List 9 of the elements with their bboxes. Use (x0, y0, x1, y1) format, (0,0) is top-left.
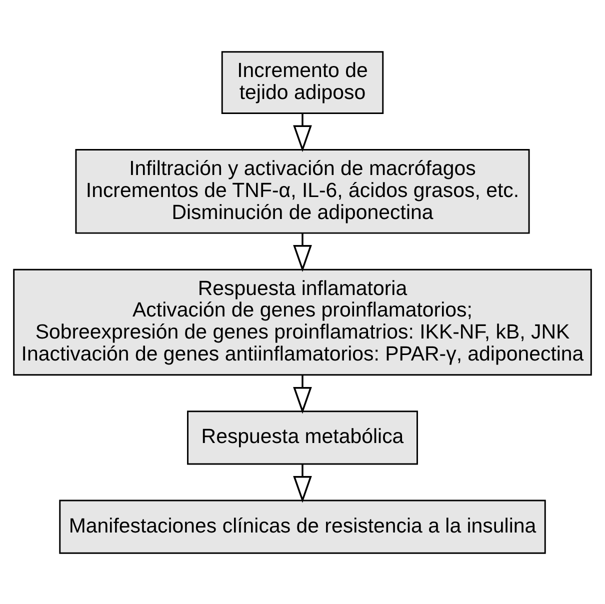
node-box: Respuesta inflamatoria Activación de genes proinflamatorios; Sobreexpresión de genes proinflamatrios: IKK-NF, kB, JNK Inactivación de genes antiinflamatorios: PPAR-γ, adiponectina (13, 268, 592, 376)
arrow (293, 113, 312, 152)
node-box: Manifestaciones clínicas de resistencia a la insulina (59, 499, 546, 554)
arrow (293, 464, 312, 502)
node-box: Infiltración y activación de macrófagos Incrementos de TNF-α, IL-6, ácidos grasos, etc. Disminución de adiponectina (75, 148, 530, 234)
node-box: Incremento de tejido adiposo (221, 50, 384, 114)
arrow (293, 232, 312, 272)
node-box: Respuesta metabólica (187, 410, 418, 464)
arrow (293, 374, 312, 414)
